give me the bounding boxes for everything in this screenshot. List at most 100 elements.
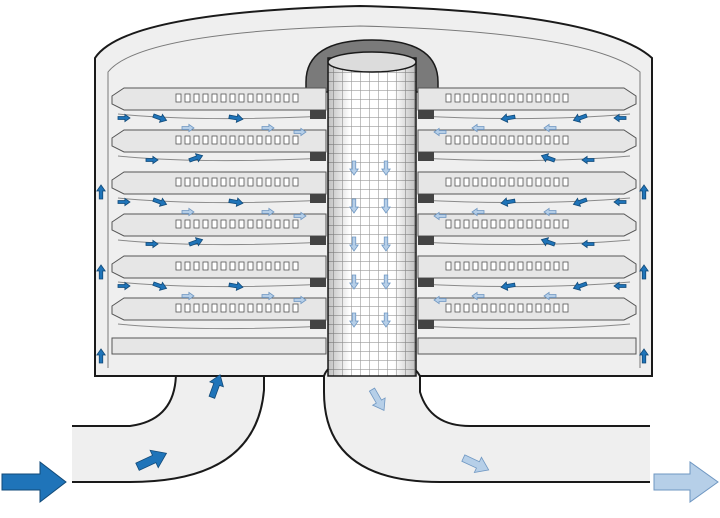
plate-groove xyxy=(229,177,236,187)
flow-arrow-light-icon xyxy=(433,295,447,305)
plate-groove xyxy=(229,93,236,103)
plate-groove xyxy=(175,177,182,187)
plate-groove xyxy=(202,177,209,187)
plate-groove xyxy=(490,219,497,229)
plate-groove xyxy=(184,261,191,271)
flow-arrow-light-icon xyxy=(543,123,557,133)
plate-groove xyxy=(535,135,542,145)
plate-groove xyxy=(274,261,281,271)
plate-groove xyxy=(265,219,272,229)
housing-inner-wall xyxy=(107,25,641,368)
plate-groove xyxy=(265,303,272,313)
plate-groove xyxy=(175,135,182,145)
plate-groove xyxy=(256,135,263,145)
plate-groove xyxy=(499,177,506,187)
plate-groove xyxy=(238,177,245,187)
plate-groove xyxy=(445,219,452,229)
flow-arrow-dark-icon xyxy=(228,197,244,208)
plate-groove xyxy=(247,135,254,145)
flow-arrow-light-icon xyxy=(381,236,391,252)
plate-groove xyxy=(517,93,524,103)
plate-groove xyxy=(463,135,470,145)
plate-groove xyxy=(283,261,290,271)
plate-groove xyxy=(238,261,245,271)
flow-arrow-light-icon xyxy=(433,127,447,137)
flow-arrow-light-icon xyxy=(349,236,359,252)
plate-groove xyxy=(238,219,245,229)
plate-groove xyxy=(445,177,452,187)
plate-groove xyxy=(256,219,263,229)
plate-groove xyxy=(463,303,470,313)
plate-groove xyxy=(481,219,488,229)
plate-groove xyxy=(508,219,515,229)
flow-arrow-light-icon xyxy=(381,160,391,176)
core-spacer-left xyxy=(310,152,326,161)
flow-arrow-dark-icon xyxy=(581,239,595,249)
plate-groove xyxy=(175,93,182,103)
flow-arrow-dark-icon xyxy=(613,113,627,123)
flow-arrow-dark-icon xyxy=(500,113,516,124)
plate-groove xyxy=(454,219,461,229)
plate-groove xyxy=(256,303,263,313)
plate-groove xyxy=(292,177,299,187)
flow-arrow-dark-icon xyxy=(152,197,168,207)
plate-groove xyxy=(184,303,191,313)
plate-groove xyxy=(499,135,506,145)
plate-groove xyxy=(247,303,254,313)
core-spacer-right xyxy=(418,110,434,119)
inlet-pipe xyxy=(72,371,265,483)
flow-arrow-light-icon xyxy=(543,207,557,217)
core-spacer-right xyxy=(418,236,434,245)
plate-groove xyxy=(544,177,551,187)
plate-groove xyxy=(211,177,218,187)
flow-arrow-light-icon xyxy=(471,123,485,133)
flow-arrow-dark-icon xyxy=(572,281,588,291)
flow-arrow-dark-icon xyxy=(639,184,649,200)
plate-groove xyxy=(490,177,497,187)
plate-groove xyxy=(211,135,218,145)
plate-groove xyxy=(265,135,272,145)
plate-groove xyxy=(562,135,569,145)
plate-groove xyxy=(184,93,191,103)
plate-groove xyxy=(472,219,479,229)
plate-groove xyxy=(445,261,452,271)
flow-arrow-dark-icon xyxy=(228,281,244,292)
plate-groove xyxy=(445,135,452,145)
flow-arrow-dark-icon xyxy=(152,281,168,291)
flow-arrow-dark-icon xyxy=(500,281,516,292)
plate-groove xyxy=(544,93,551,103)
flow-arrow-light-icon xyxy=(181,207,195,217)
plate-groove xyxy=(256,93,263,103)
plate-groove xyxy=(499,261,506,271)
plate-groove xyxy=(562,177,569,187)
plate-groove xyxy=(481,303,488,313)
plate-groove xyxy=(283,177,290,187)
flow-arrow-light-icon xyxy=(293,295,307,305)
flow-arrow-light-icon xyxy=(293,211,307,221)
plate-groove xyxy=(184,219,191,229)
plate-groove xyxy=(247,261,254,271)
plate-groove xyxy=(553,219,560,229)
filter-plate-left xyxy=(111,255,327,288)
flow-arrow-dark-icon xyxy=(96,348,106,364)
plate-groove xyxy=(508,177,515,187)
plate-groove xyxy=(193,93,200,103)
core-spacer-right xyxy=(418,152,434,161)
plate-groove xyxy=(274,135,281,145)
plate-groove xyxy=(211,303,218,313)
plate-groove xyxy=(229,219,236,229)
flow-arrow-light-icon xyxy=(433,211,447,221)
plate-groove xyxy=(175,303,182,313)
plate-groove xyxy=(220,219,227,229)
plate-groove xyxy=(211,219,218,229)
plate-groove xyxy=(193,219,200,229)
plate-groove xyxy=(526,93,533,103)
plate-groove xyxy=(283,135,290,145)
flow-arrow-dark-icon xyxy=(135,449,168,471)
plate-groove xyxy=(544,261,551,271)
flow-arrow-dark-icon xyxy=(188,237,204,247)
filter-plate-left-bottom xyxy=(111,337,327,355)
plate-groove xyxy=(490,303,497,313)
plate-groove xyxy=(454,135,461,145)
